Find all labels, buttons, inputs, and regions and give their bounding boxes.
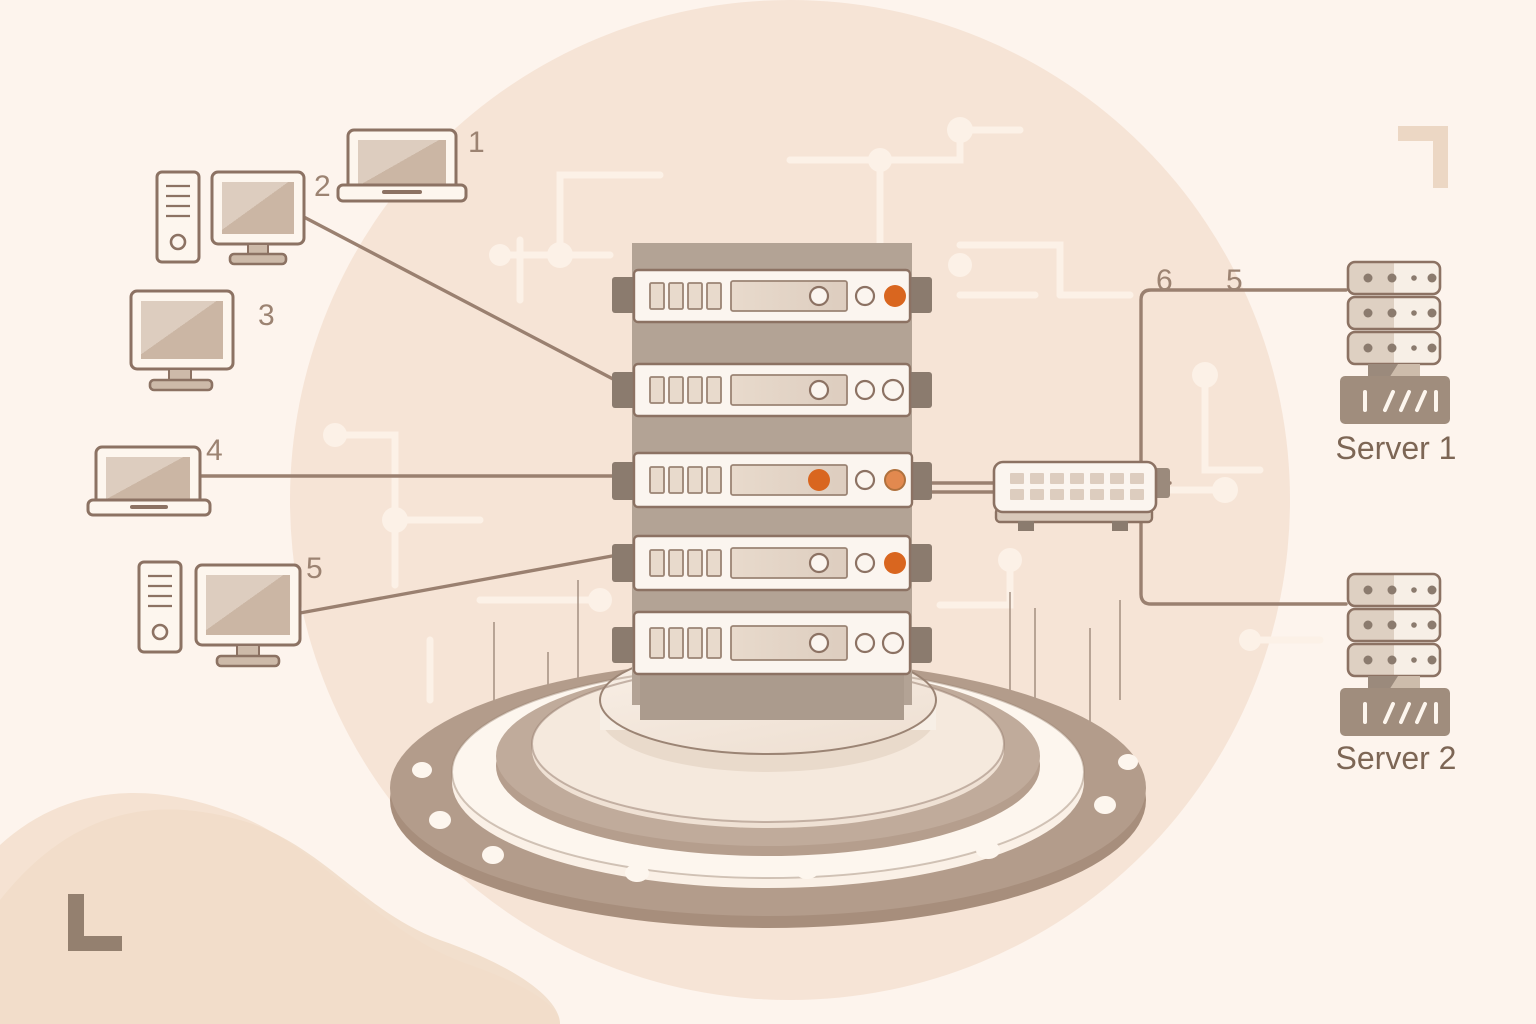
link-label-5: 5 [1226, 264, 1243, 297]
client-monitor-3[interactable] [129, 289, 235, 392]
rack-unit-1[interactable] [612, 268, 932, 324]
rack-unit-3-led-left [854, 469, 876, 491]
link-label-6: 6 [1156, 264, 1173, 297]
client-label-5: 5 [306, 552, 323, 585]
client-desktop-2[interactable] [155, 170, 306, 266]
rack-unit-5[interactable] [612, 610, 932, 676]
network-switch[interactable] [992, 460, 1170, 531]
client-desktop-5[interactable] [137, 560, 302, 668]
rack-unit-3-drive-led [808, 469, 830, 491]
switch-trunk [1139, 288, 1348, 485]
link-line-5 [298, 550, 636, 615]
rack-unit-4[interactable] [612, 534, 932, 592]
rack-unit-1-led-right [884, 285, 906, 307]
server-1-badge [1363, 390, 1438, 412]
corner-top-right-icon [1398, 126, 1448, 188]
client-label-3: 3 [258, 299, 275, 332]
client-label-4: 4 [206, 434, 223, 467]
circuit-trace-nodes [323, 117, 1261, 831]
client-link-lines [188, 213, 636, 615]
client-label-2: 2 [314, 170, 331, 203]
client-laptop-1[interactable] [336, 128, 468, 203]
rack-unit-5-led-right [881, 631, 905, 655]
rack-unit-3[interactable] [612, 451, 932, 509]
rack-unit-1-led-left [854, 285, 876, 307]
rack-unit-4-led-right [884, 552, 906, 574]
rack-unit-2-led-right [881, 378, 905, 402]
podium-rim-lights [412, 754, 1138, 882]
switch-ports [1010, 473, 1144, 500]
corner-bottom-left-icon [68, 894, 122, 951]
rack-unit-2-led-left [854, 379, 876, 401]
client-laptop-4[interactable] [86, 445, 212, 517]
server-1-label: Server 1 [1336, 430, 1457, 466]
server-2-label: Server 2 [1336, 740, 1457, 776]
background-blob-sand-2 [0, 792, 560, 1024]
rack-unit-4-led-left [854, 552, 876, 574]
client-label-1: 1 [468, 126, 485, 159]
server-1[interactable] [1340, 260, 1450, 424]
rack-unit-3-led-right [884, 469, 906, 491]
rack-unit-5-led-left [854, 632, 876, 654]
link-line-2 [298, 213, 636, 392]
server-2-badge [1363, 702, 1438, 724]
rack-unit-2[interactable] [612, 362, 932, 418]
server-2[interactable] [1340, 572, 1450, 736]
switch-trunk-down [1139, 490, 1348, 606]
